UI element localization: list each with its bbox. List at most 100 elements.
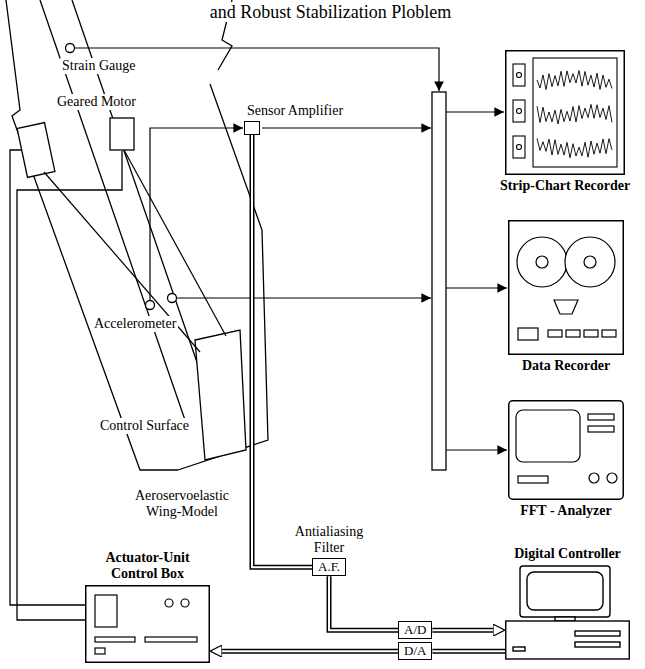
converter-box: D/A (398, 642, 432, 660)
drawing-circle (517, 237, 567, 287)
drawing-circle (536, 256, 548, 268)
drawing-circle (565, 237, 615, 287)
wing-outline (6, 0, 268, 470)
geared-motor-symbol (17, 118, 134, 177)
drawing-circle (584, 256, 596, 268)
drawing-path (40, 0, 185, 420)
drawing-path (124, 150, 226, 336)
drawing-rect (516, 410, 580, 462)
drawing-rect (518, 476, 548, 483)
part-label: Control Surface (98, 418, 191, 434)
signal-line (329, 576, 398, 630)
drawing-rect (513, 64, 525, 86)
drawing-rect (533, 58, 617, 167)
converter-box: A/D (398, 621, 432, 639)
sensor-symbol (66, 44, 177, 310)
drawing-rect (518, 328, 538, 340)
drawing-rect (17, 123, 55, 178)
drawing-circle (517, 109, 522, 114)
node-text: A/D (404, 623, 426, 637)
drawing-rect (588, 414, 614, 420)
strip-chart-recorder: Strip-Chart Recorder (505, 50, 625, 175)
node-heading: Data Recorder (520, 358, 612, 374)
data-recorder: Data Recorder (508, 220, 624, 355)
diagram-title: and Robust Stabilization Ploblem (207, 2, 455, 22)
drawing-rect (520, 566, 610, 617)
line-inner (329, 576, 398, 630)
line-outer (222, 649, 398, 654)
linkage-rod (44, 150, 226, 352)
drawing-rect (110, 118, 134, 150)
signal-line (252, 135, 312, 567)
line-inner (252, 135, 312, 567)
drawing-path (537, 104, 612, 124)
drawing-rect (588, 426, 614, 432)
drawing-path (537, 71, 612, 90)
drawing-rect (509, 401, 624, 500)
drawing-rect (95, 637, 135, 642)
drawing-rect (566, 330, 580, 337)
digital-controller: Digital Controller (505, 565, 630, 660)
drawing-path (446, 449, 507, 450)
drawing-path (177, 297, 432, 298)
part-label: Strain Gauge (60, 58, 137, 74)
drawing-rect (506, 51, 625, 175)
drawing-g (513, 58, 617, 167)
drawing-rect (145, 637, 197, 642)
line-outer (329, 576, 398, 630)
drawing-rect (95, 595, 117, 627)
drawing-rect (575, 642, 620, 647)
drawing-g (95, 595, 197, 654)
drawing-rect (513, 136, 525, 158)
drawing-path (554, 300, 578, 314)
part-label: Aeroservoelastic Wing-Model (115, 488, 249, 520)
drawing-circle (181, 599, 189, 607)
drawing-rect (86, 586, 210, 663)
drawing-circle (165, 599, 173, 607)
drawing-rect (575, 631, 620, 636)
part-label: Geared Motor (55, 94, 138, 110)
connector-group (222, 135, 505, 651)
control-surface-shape (195, 330, 246, 460)
drawing-rect (513, 647, 525, 651)
drawing-rect (527, 572, 603, 610)
drawing-circle (146, 301, 155, 310)
device-drawing (508, 220, 624, 355)
drawing-path (6, 0, 178, 470)
drawing-circle (589, 473, 599, 483)
node-heading: Actuator-Unit Control Box (88, 550, 207, 582)
signal-line (432, 651, 505, 652)
line-outer (252, 135, 312, 567)
drawing-path (195, 330, 246, 460)
drawing-g (516, 410, 617, 483)
drawing-path (446, 287, 507, 288)
signal-line (432, 630, 493, 631)
drawing-circle (168, 294, 177, 303)
signal-bus-bar (432, 92, 446, 470)
drawing-rect (584, 330, 598, 337)
drawing-rect (602, 330, 616, 337)
drawing-path (10, 150, 85, 605)
drawing-rect (509, 221, 624, 355)
node-text: D/A (404, 644, 426, 658)
node-heading: Sensor Amplifier (245, 103, 345, 119)
drawing-path (44, 172, 200, 352)
drawing-path (537, 138, 612, 157)
line-outer (432, 628, 493, 633)
drawing-path (446, 111, 504, 112)
drawing-circle (517, 145, 522, 150)
drawing-g (517, 237, 616, 340)
fft-analyzer: FFT - Analyzer (508, 400, 624, 500)
drawing-g (506, 566, 630, 659)
drawing-path (262, 127, 431, 128)
node-heading: Digital Controller (512, 546, 623, 562)
drawing-circle (66, 44, 75, 53)
line-inner (432, 650, 505, 652)
drawing-rect (506, 621, 630, 659)
amplifier-box: Sensor Amplifier (244, 121, 260, 135)
node-text: A.F. (318, 560, 340, 574)
drawing-circle (607, 473, 617, 483)
part-label: Accelerometer (92, 316, 178, 332)
